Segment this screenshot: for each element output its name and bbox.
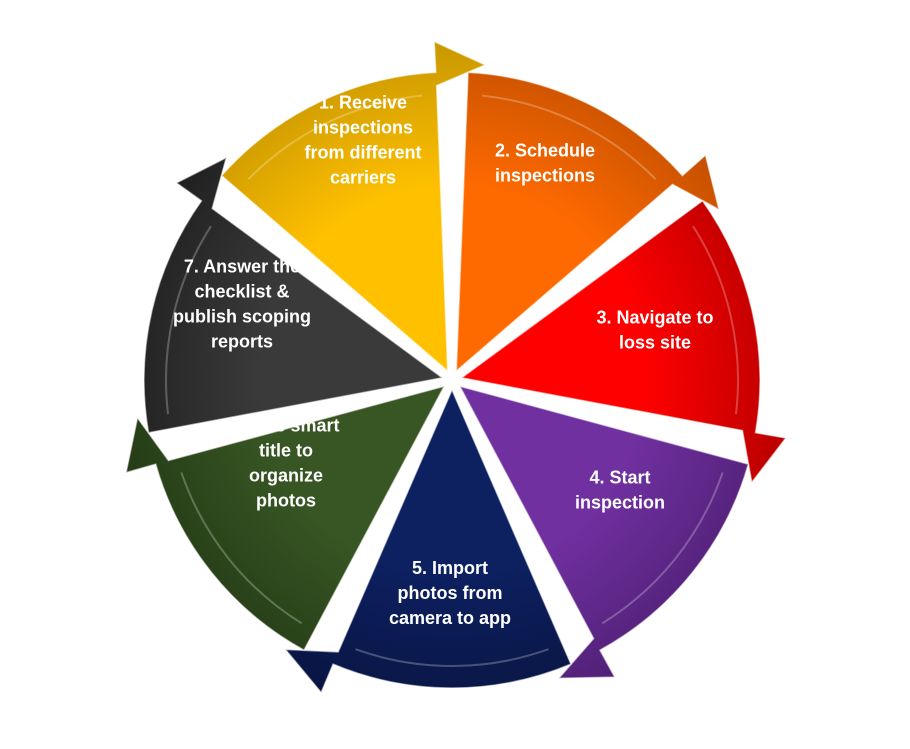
cycle-segment-2 xyxy=(455,71,721,373)
segment-label-line: 2. Schedule xyxy=(495,141,595,161)
segment-label-line: checklist & xyxy=(194,282,289,302)
segment-label-line: camera to app xyxy=(389,608,511,628)
segment-label-line: inspections xyxy=(495,166,595,186)
cycle-segment-6 xyxy=(125,385,446,652)
segment-highlight-arc xyxy=(247,94,423,180)
segment-label-line: photos from xyxy=(398,583,503,603)
segment-highlight-arc xyxy=(180,472,303,625)
segment-label-line: from different xyxy=(305,143,422,163)
segment-highlight-arc xyxy=(355,648,549,668)
segment-highlight-arc xyxy=(692,225,739,415)
cycle-segment-7 xyxy=(143,156,445,434)
segment-highlight-arc xyxy=(481,94,657,180)
segment-label-line: photos xyxy=(256,491,316,511)
segment-label-line: publish scoping xyxy=(173,307,311,327)
segment-label-line: 6. Use smart xyxy=(232,416,339,436)
segment-label-line: 3. Navigate to xyxy=(596,308,713,328)
segment-label-line: title to xyxy=(259,441,313,461)
segment-label-7: 7. Answer the checklist & publish scoping r… xyxy=(173,257,311,352)
segment-label-2: 2. Schedule inspections xyxy=(495,141,595,186)
cycle-segment-1 xyxy=(220,40,487,373)
segment-highlight-arc xyxy=(601,472,724,625)
segment-label-5: 5. Import photos from camera to app xyxy=(389,558,511,628)
segment-label-line: 1. Receive xyxy=(319,93,407,113)
segment-label-line: inspections xyxy=(313,118,413,138)
segment-label-3: 3. Navigate to loss site xyxy=(596,308,713,353)
segment-label-line: 5. Import xyxy=(412,558,488,578)
segment-label-1: 1. Receive inspections from different carri… xyxy=(305,93,422,188)
segment-label-line: 4. Start xyxy=(589,468,650,488)
cycle-segment-4 xyxy=(458,385,750,680)
segment-label-line: reports xyxy=(211,332,273,352)
segment-label-6: 6. Use smart title to organize photos xyxy=(232,416,339,511)
cycle-segment-3 xyxy=(459,199,788,485)
segment-label-line: loss site xyxy=(619,333,691,353)
segment-label-line: carriers xyxy=(330,168,396,188)
segment-highlight-arc xyxy=(165,225,212,415)
segment-label-line: 7. Answer the xyxy=(184,257,300,277)
segment-label-line: organize xyxy=(249,466,323,486)
segment-label-line: inspection xyxy=(575,493,665,513)
cycle-segment-5 xyxy=(283,388,572,694)
segment-label-4: 4. Start inspection xyxy=(575,468,665,513)
